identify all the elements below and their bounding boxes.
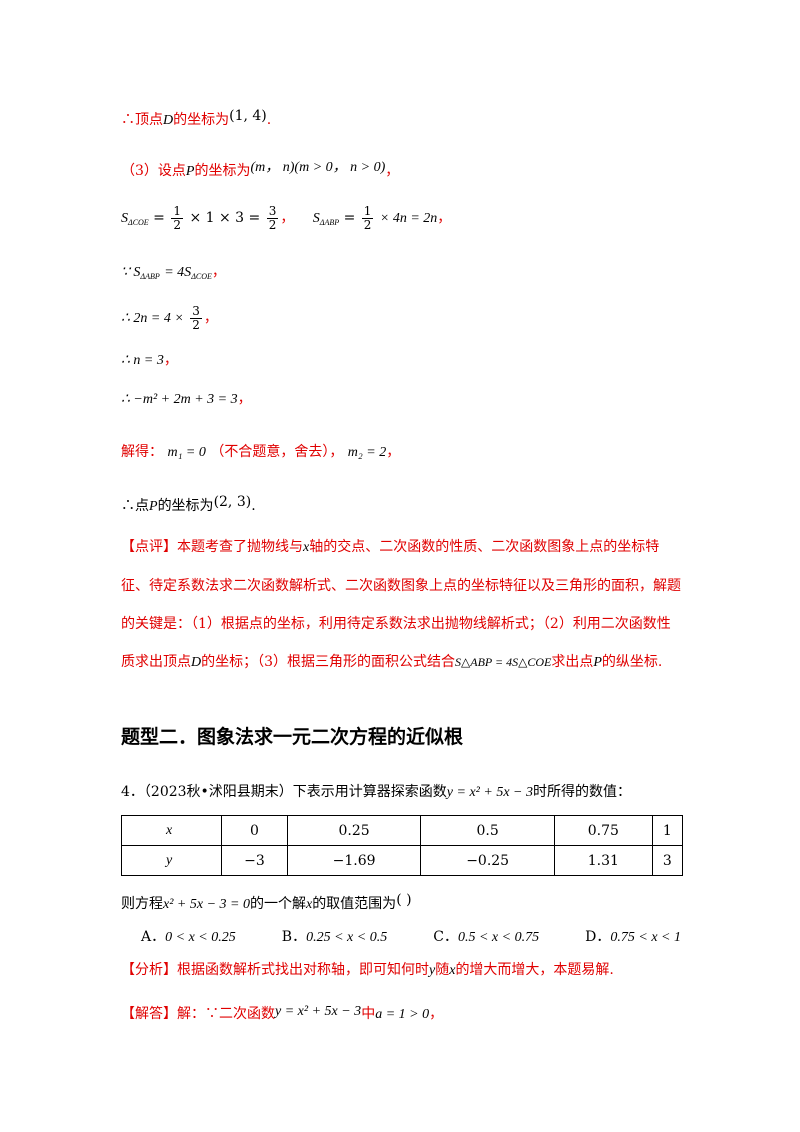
table-cell: 0.5: [420, 815, 555, 846]
step-vertex-coordinate: ∴顶点D的坐标为(1, 4).: [121, 108, 272, 128]
table-cell: 1.31: [553, 845, 653, 876]
option-d[interactable]: D．0.75 < x < 1: [585, 929, 681, 945]
step-solutions: 解得： m₁ = 0 （不合题意，舍去）， m₂ = 2，: [121, 444, 401, 460]
question-ask: 则方程x² + 5x − 3 = 0的一个解x的取值范围为( ): [121, 892, 412, 912]
step-area-relation: ∵ SΔABP = 4SΔCOE，: [121, 264, 226, 281]
table-cell: −0.25: [420, 845, 555, 876]
table-cell: 0: [221, 815, 288, 846]
step-quadratic: ∴ −m² + 2m + 3 = 3，: [121, 391, 252, 407]
answer-line: 【解答】解：∵二次函数y = x² + 5x − 3中a = 1 > 0，: [121, 1004, 444, 1022]
table-header-y: y: [121, 845, 222, 876]
section-title: 题型二．图象法求一元二次方程的近似根: [121, 726, 464, 748]
option-a[interactable]: A．0 < x < 0.25: [141, 929, 236, 945]
value-table: x 0 0.25 0.5 0.75 1 y −3 −1.69 −0.25 1.3…: [121, 815, 684, 876]
table-cell: 0.25: [286, 815, 422, 846]
question-stem: 4．（2023秋•沭阳县期末）下表示用计算器探索函数y = x² + 5x − …: [121, 784, 631, 800]
step-point-p-result: ∴点P的坐标为(2, 3).: [121, 494, 256, 514]
step-set-point-p: （3）设点P的坐标为(m， n)(m > 0， n > 0)，: [121, 160, 400, 179]
table-cell: 3: [651, 845, 684, 876]
analysis-line: 【分析】根据函数解析式找出对称轴，即可知何时y随x的增大而增大，本题易解.: [121, 962, 614, 978]
table-cell: 0.75: [553, 815, 653, 846]
answer-options: A．0 < x < 0.25 B．0.25 < x < 0.5 C．0.5 < …: [141, 926, 681, 946]
table-cell: 1: [651, 815, 684, 846]
comment-paragraph: 【点评】本题考查了抛物线与x轴的交点、二次函数的性质、二次函数图象上点的坐标特征…: [121, 539, 681, 670]
table-row-y: y −3 −1.69 −0.25 1.31 3: [121, 845, 684, 876]
table-header-x: x: [121, 815, 222, 846]
option-c[interactable]: C．0.5 < x < 0.75: [433, 929, 540, 945]
table-cell: −1.69: [286, 845, 422, 876]
option-b[interactable]: B．0.25 < x < 0.5: [281, 929, 388, 945]
table-row-x: x 0 0.25 0.5 0.75 1: [121, 815, 684, 846]
step-n-value: ∴ n = 3，: [121, 352, 178, 368]
table-cell: −3: [221, 845, 288, 876]
